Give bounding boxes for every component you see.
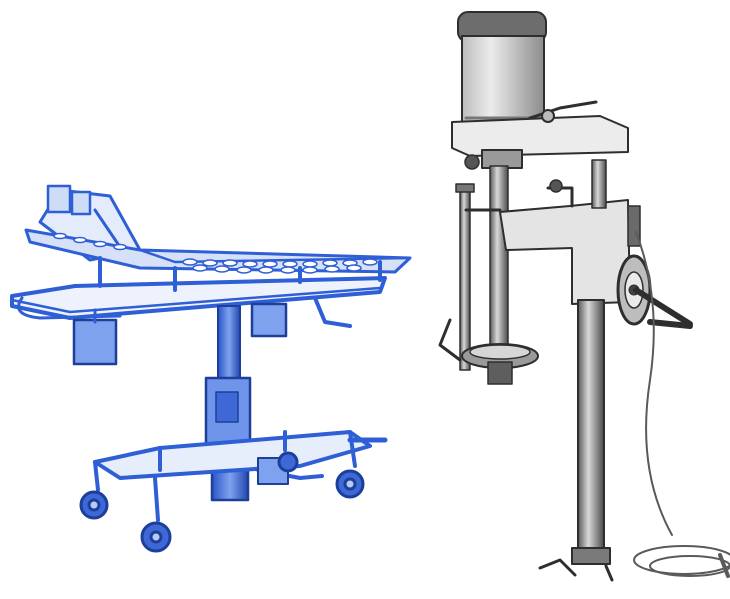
- stretcher-base: [93, 430, 388, 522]
- side-panel-right: [250, 302, 288, 338]
- support-column: [538, 159, 614, 582]
- stretcher-deck: [24, 228, 412, 274]
- power-cord: [633, 231, 730, 578]
- crank-handle: [313, 296, 352, 328]
- side-panel-left: [72, 318, 118, 366]
- mixer-shaft: [438, 165, 509, 371]
- mixer-arm: [451, 100, 629, 170]
- mixer-motor: [457, 11, 547, 125]
- mixer-impeller: [461, 343, 539, 385]
- hospital-stretcher: [10, 184, 412, 553]
- stretcher-frame: [10, 256, 387, 320]
- caster-wheels: [79, 451, 365, 553]
- industrial-mixer-stand: [438, 11, 730, 582]
